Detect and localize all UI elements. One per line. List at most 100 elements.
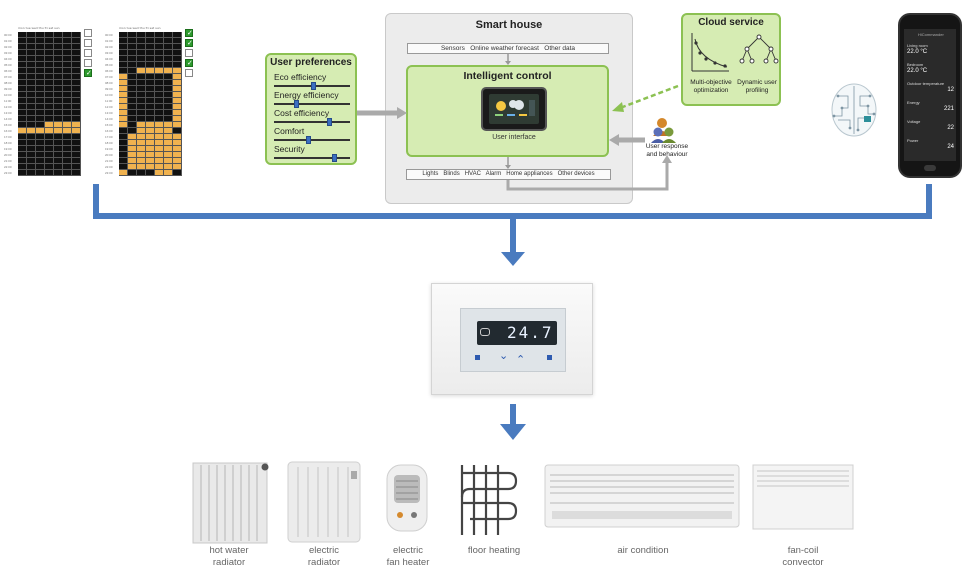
schedule-cell[interactable] xyxy=(155,128,164,134)
schedule-cell[interactable] xyxy=(164,158,173,164)
schedule-cell[interactable] xyxy=(36,68,45,74)
schedule-cell[interactable] xyxy=(54,32,63,38)
schedule-cell[interactable] xyxy=(36,158,45,164)
schedule-cell[interactable] xyxy=(164,122,173,128)
thermostat-power-button[interactable] xyxy=(547,355,552,360)
schedule-cell[interactable] xyxy=(54,38,63,44)
schedule-cell[interactable] xyxy=(137,158,146,164)
schedule-cell[interactable] xyxy=(54,110,63,116)
schedule-cell[interactable] xyxy=(72,38,81,44)
schedule-cell[interactable] xyxy=(173,32,182,38)
schedule-cell[interactable] xyxy=(137,74,146,80)
schedule-cell[interactable] xyxy=(72,44,81,50)
schedule-cell[interactable] xyxy=(27,164,36,170)
schedule-cell[interactable] xyxy=(173,104,182,110)
schedule-cell[interactable] xyxy=(63,170,72,176)
schedule-cell[interactable] xyxy=(173,44,182,50)
schedule-cell[interactable] xyxy=(155,32,164,38)
schedule-cell[interactable] xyxy=(27,98,36,104)
schedule-cell[interactable] xyxy=(119,68,128,74)
schedule-cell[interactable] xyxy=(63,98,72,104)
schedule-cell[interactable] xyxy=(36,170,45,176)
schedule-cell[interactable] xyxy=(63,110,72,116)
schedule-cell[interactable] xyxy=(155,104,164,110)
schedule-cell[interactable] xyxy=(45,164,54,170)
schedule-cell[interactable] xyxy=(164,164,173,170)
schedule-cell[interactable] xyxy=(36,104,45,110)
schedule-cell[interactable] xyxy=(27,140,36,146)
schedule-cell[interactable] xyxy=(63,152,72,158)
schedule-cell[interactable] xyxy=(146,62,155,68)
schedule-cell[interactable] xyxy=(155,158,164,164)
schedule-cell[interactable] xyxy=(155,110,164,116)
schedule-cell[interactable] xyxy=(137,110,146,116)
schedule-cell[interactable] xyxy=(137,152,146,158)
preference-slider-knob[interactable] xyxy=(311,82,316,90)
schedule-cell[interactable] xyxy=(27,92,36,98)
schedule-cell[interactable] xyxy=(164,80,173,86)
schedule-cell[interactable] xyxy=(164,92,173,98)
preference-slider[interactable] xyxy=(274,100,350,108)
schedule-cell[interactable] xyxy=(54,50,63,56)
schedule-cell[interactable] xyxy=(128,116,137,122)
schedule-cell[interactable] xyxy=(128,68,137,74)
schedule-cell[interactable] xyxy=(36,152,45,158)
schedule-cell[interactable] xyxy=(155,164,164,170)
schedule-cell[interactable] xyxy=(18,158,27,164)
schedule-cell[interactable] xyxy=(119,128,128,134)
schedule-checkbox[interactable] xyxy=(185,69,193,77)
schedule-cell[interactable] xyxy=(54,134,63,140)
schedule-cell[interactable] xyxy=(164,38,173,44)
schedule-cell[interactable] xyxy=(119,158,128,164)
schedule-cell[interactable] xyxy=(128,170,137,176)
schedule-cell[interactable] xyxy=(128,62,137,68)
schedule-cell[interactable] xyxy=(72,62,81,68)
schedule-cell[interactable] xyxy=(54,56,63,62)
schedule-cell[interactable] xyxy=(27,146,36,152)
preference-slider[interactable] xyxy=(274,136,350,144)
schedule-cell[interactable] xyxy=(119,56,128,62)
schedule-cell[interactable] xyxy=(27,56,36,62)
schedule-cell[interactable] xyxy=(36,38,45,44)
schedule-cell[interactable] xyxy=(119,146,128,152)
schedule-cell[interactable] xyxy=(63,80,72,86)
schedule-cell[interactable] xyxy=(18,44,27,50)
schedule-cell[interactable] xyxy=(54,74,63,80)
schedule-cell[interactable] xyxy=(54,158,63,164)
preference-slider[interactable] xyxy=(274,82,350,90)
schedule-cell[interactable] xyxy=(155,38,164,44)
schedule-cell[interactable] xyxy=(173,146,182,152)
schedule-cell[interactable] xyxy=(164,62,173,68)
preference-slider[interactable] xyxy=(274,154,350,162)
schedule-cell[interactable] xyxy=(155,146,164,152)
schedule-cell[interactable] xyxy=(137,32,146,38)
schedule-cell[interactable] xyxy=(119,32,128,38)
schedule-cell[interactable] xyxy=(45,86,54,92)
schedule-cell[interactable] xyxy=(164,140,173,146)
schedule-cell[interactable] xyxy=(63,92,72,98)
preference-slider[interactable] xyxy=(274,118,350,126)
schedule-cell[interactable] xyxy=(137,86,146,92)
schedule-cell[interactable] xyxy=(146,158,155,164)
schedule-cell[interactable] xyxy=(155,170,164,176)
schedule-cell[interactable] xyxy=(155,140,164,146)
schedule-cell[interactable] xyxy=(72,170,81,176)
schedule-cell[interactable] xyxy=(137,170,146,176)
schedule-cell[interactable] xyxy=(173,86,182,92)
schedule-cell[interactable] xyxy=(164,170,173,176)
schedule-cell[interactable] xyxy=(27,122,36,128)
schedule-cell[interactable] xyxy=(45,104,54,110)
schedule-cell[interactable] xyxy=(155,50,164,56)
schedule-cell[interactable] xyxy=(119,116,128,122)
schedule-cell[interactable] xyxy=(45,116,54,122)
schedule-cell[interactable] xyxy=(173,140,182,146)
schedule-cell[interactable] xyxy=(137,38,146,44)
schedule-cell[interactable] xyxy=(128,152,137,158)
schedule-cell[interactable] xyxy=(18,98,27,104)
schedule-cell[interactable] xyxy=(72,68,81,74)
schedule-cell[interactable] xyxy=(72,74,81,80)
schedule-cell[interactable] xyxy=(164,50,173,56)
schedule-cell[interactable] xyxy=(119,80,128,86)
schedule-cell[interactable] xyxy=(155,62,164,68)
schedule-cell[interactable] xyxy=(164,116,173,122)
